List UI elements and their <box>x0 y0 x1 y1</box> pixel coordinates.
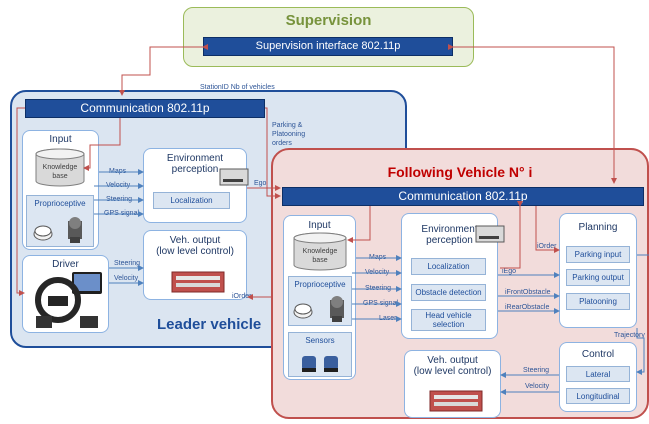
follower-sig-front: iFrontObstacle <box>505 289 551 296</box>
leader-header-note: StationID Nb of vehicles <box>200 84 275 91</box>
leader-controller-icon <box>171 271 225 293</box>
gps-antenna-icon <box>33 225 53 241</box>
follower-title: Following Vehicle N° i <box>387 164 533 180</box>
leader-proprioceptive-label: Proprioceptive <box>34 199 86 208</box>
follower-kb-label: Knowledge base <box>302 248 338 264</box>
leader-sig-steering: Steering <box>106 196 133 203</box>
follower-sig-steering2: Steering <box>523 367 550 374</box>
follower-sig-steering: Steering <box>365 285 392 292</box>
follower-input-title: Input <box>308 220 331 231</box>
follower-platooning-box: Platooning <box>566 293 630 310</box>
leader-computer-icon <box>219 168 249 186</box>
follower-sig-gps: GPS signal <box>363 300 399 307</box>
lidar-sensors-icon <box>302 356 338 372</box>
follower-communication-bar: Communication 802.11p <box>282 187 644 206</box>
leader-driver-title: Driver <box>52 259 79 270</box>
follower-lateral-box: Lateral <box>566 366 630 382</box>
follower-sensors-box: Sensors <box>288 332 352 377</box>
leader-sig-steering2: Steering <box>114 260 141 267</box>
follower-sensors-label: Sensors <box>305 336 335 345</box>
follower-localization-box: Localization <box>411 258 486 275</box>
follower-parking-output-box: Parking output <box>566 269 630 286</box>
leader-parking-note: Parking & Platooning orders <box>272 122 306 147</box>
follower-proprioceptive-label: Proprioceptive <box>294 280 346 289</box>
leader-sig-velocity: Velocity <box>106 182 131 189</box>
steering-sensor-icon <box>68 217 82 243</box>
follower-sig-iorder: iOrder <box>537 243 557 250</box>
supervision-interface-bar: Supervision interface 802.11p <box>203 37 453 56</box>
follower-sig-velocity: Velocity <box>365 269 390 276</box>
follower-steering-sensor-icon <box>330 296 344 322</box>
follower-planning-title: Planning <box>578 222 618 233</box>
follower-parking-input-box: Parking input <box>566 246 630 263</box>
leader-sig-maps: Maps <box>109 168 127 175</box>
follower-sig-laser: Laser <box>379 315 397 322</box>
leader-veh-output-title: Veh. output (low level control) <box>156 235 234 257</box>
leader-environment-title: Environment perception <box>166 153 224 175</box>
follower-veh-output-title: Veh. output (low level control) <box>413 355 492 377</box>
follower-sig-rear: iRearObstacle <box>505 304 550 311</box>
follower-head-vehicle-box: Head vehicle selection <box>411 309 486 331</box>
leader-kb-label: Knowledge base <box>42 164 78 180</box>
steering-wheel-icon <box>35 272 102 328</box>
leader-vehicle-label: Leader vehicle <box>157 316 262 333</box>
leader-sig-iorder: iOrder <box>232 293 252 300</box>
follower-computer-icon <box>475 225 505 243</box>
leader-communication-bar: Communication 802.11p <box>25 99 265 118</box>
follower-environment-title: Environment perception <box>421 224 478 246</box>
follower-sig-maps: Maps <box>369 254 387 261</box>
follower-sig-trajectory: Trajectory <box>614 332 645 339</box>
follower-sig-velocity2: Velocity <box>525 383 550 390</box>
follower-gps-antenna-icon <box>293 303 313 319</box>
follower-obstacle-detection-box: Obstacle detection <box>411 284 486 301</box>
leader-sig-ego: Ego <box>254 180 267 187</box>
supervision-title: Supervision <box>285 12 372 29</box>
follower-controller-icon <box>429 390 483 412</box>
leader-sig-velocity2: Velocity <box>114 275 139 282</box>
follower-knowledge-base-icon <box>293 232 347 271</box>
leader-input-title: Input <box>49 134 72 145</box>
follower-sig-iego: iEgo <box>502 268 517 275</box>
follower-control-title: Control <box>581 349 615 360</box>
leader-sig-gps: GPS signal <box>104 210 140 217</box>
leader-localization-box: Localization <box>153 192 230 209</box>
follower-longitudinal-box: Longitudinal <box>566 388 630 404</box>
